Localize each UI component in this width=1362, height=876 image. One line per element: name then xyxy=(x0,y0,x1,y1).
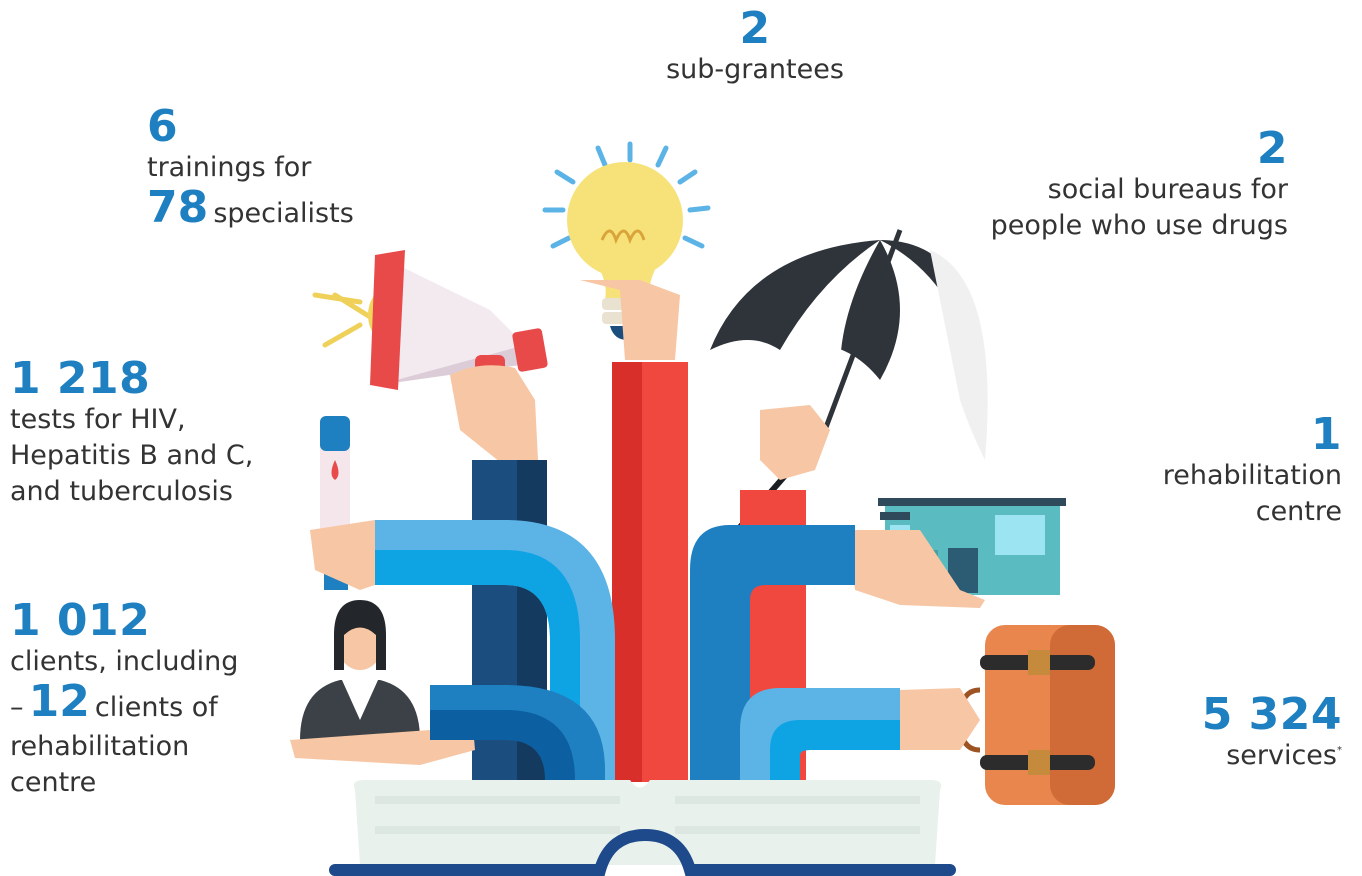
rehab-label-2: centre xyxy=(1255,496,1342,528)
clients-dash: – xyxy=(10,692,24,724)
light-blue-arm-right-shade xyxy=(770,720,900,780)
hand-test-tube xyxy=(310,520,390,590)
open-book-icon xyxy=(329,780,956,876)
clients-sub-label-3: centre xyxy=(10,766,97,798)
tests-number: 1 218 xyxy=(10,353,151,404)
clients-label-1: clients, including xyxy=(10,646,239,678)
bureaus-label-1: social bureaus for xyxy=(1047,174,1288,206)
tests-label-3: and tuberculosis xyxy=(10,476,233,507)
services-label: services xyxy=(1226,740,1337,772)
subgrantees-label: sub-grantees xyxy=(666,54,844,86)
specialists-label: specialists xyxy=(213,198,354,230)
rehab-label-1: rehabilitation xyxy=(1162,460,1342,492)
stat-clients: 1 012 clients, including – 12 clients of… xyxy=(10,595,239,801)
specialists-line: 78 specialists xyxy=(147,182,354,235)
lightbulb-icon xyxy=(542,141,711,340)
briefcase-icon xyxy=(957,625,1115,805)
hand-person xyxy=(290,690,475,765)
services-label-line: services* xyxy=(1202,738,1342,774)
stat-tests: 1 218 tests for HIV, Hepatitis B and C, … xyxy=(10,353,254,510)
tests-label-2: Hepatitis B and C, xyxy=(10,440,254,472)
red-arm-shade xyxy=(612,362,642,782)
hand-megaphone xyxy=(450,365,538,466)
clients-sub-line: – 12 clients of xyxy=(10,676,238,729)
blue-arm-lower-left-shade xyxy=(430,710,575,780)
trainings-number: 6 xyxy=(147,101,179,152)
hand-building xyxy=(850,530,985,608)
hand-briefcase xyxy=(900,688,980,750)
trainings-label: trainings for xyxy=(147,152,312,184)
specialists-number: 78 xyxy=(147,182,209,234)
subgrantees-number: 2 xyxy=(739,3,771,54)
hand-lightbulb xyxy=(580,280,680,360)
services-footnote-mark: * xyxy=(1337,745,1342,757)
umbrella-icon xyxy=(709,229,988,578)
clients-sub-label-2: rehabilitation xyxy=(10,730,190,762)
bureaus-number: 2 xyxy=(1256,123,1288,174)
rehab-number: 1 xyxy=(1310,409,1342,460)
stat-services: 5 324 services* xyxy=(1201,689,1342,774)
stat-trainings: 6 trainings for 78 specialists xyxy=(147,101,354,235)
clients-sub-label-1: clients of xyxy=(94,692,218,724)
central-illustration xyxy=(290,141,1115,876)
tests-label-1: tests for HIV, xyxy=(10,404,186,436)
clients-number: 1 012 xyxy=(10,595,151,646)
stat-rehab: 1 rehabilitation centre xyxy=(1162,409,1342,530)
stat-bureaus: 2 social bureaus for people who use drug… xyxy=(990,123,1288,244)
stat-subgrantees: 2 sub-grantees xyxy=(560,3,950,88)
clients-sub-number: 12 xyxy=(28,676,90,728)
hand-umbrella xyxy=(760,405,830,480)
megaphone-icon xyxy=(312,250,548,425)
person-icon xyxy=(300,600,420,740)
bureaus-label-2: people who use drugs xyxy=(990,210,1288,242)
blue-arm-right xyxy=(690,525,855,780)
services-number: 5 324 xyxy=(1201,689,1342,740)
